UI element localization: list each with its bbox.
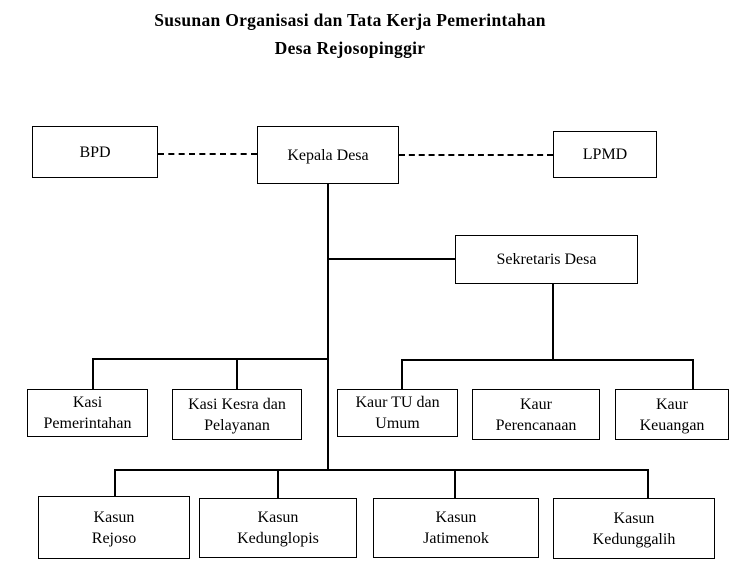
org-box-sekretaris-desa-label: Sekretaris Desa (496, 251, 597, 268)
org-box-sekretaris-desa: Sekretaris Desa (455, 235, 638, 284)
org-box-kaur-tu-umum: Kaur TU dan Umum (337, 389, 458, 437)
org-box-lpmd-label: LPMD (582, 146, 628, 163)
org-box-kasun-rejoso-label: Kasun Rejoso (91, 508, 137, 547)
org-box-kaur-tu-umum-label: Kaur TU dan Umum (355, 394, 440, 432)
connector-drop-kasun-rejoso (114, 469, 116, 496)
connector-kasun-branch (114, 469, 649, 471)
org-box-kasun-kedunggalih: Kasun Kedunggalih (553, 498, 715, 559)
chart-title: Susunan Organisasi dan Tata Kerja Pemeri… (0, 6, 700, 62)
connector-left-branch (92, 358, 329, 360)
connector-sekretaris-down (552, 284, 554, 361)
connector-drop-kasun-jatimenok (454, 469, 456, 498)
org-box-kasun-rejoso: Kasun Rejoso (38, 496, 190, 559)
connector-trunk-sekretaris (328, 258, 455, 260)
org-box-lpmd: LPMD (553, 131, 657, 178)
org-box-kasun-jatimenok-label: Kasun Jatimenok (423, 509, 489, 547)
org-box-kaur-perencanaan-label: Kaur Perencanaan (495, 395, 577, 434)
chart-title-line1: Susunan Organisasi dan Tata Kerja Pemeri… (154, 10, 546, 30)
org-box-kasi-pemerintahan: Kasi Pemerintahan (27, 389, 148, 437)
org-box-bpd: BPD (32, 126, 158, 178)
org-box-kaur-perencanaan: Kaur Perencanaan (472, 389, 600, 440)
org-box-kasi-kesra-pelayanan-label: Kasi Kesra dan Pelayanan (188, 395, 286, 434)
connector-drop-kasun-kedunglopis (277, 469, 279, 498)
org-box-kaur-keuangan: Kaur Keuangan (615, 389, 729, 440)
connector-kepala-trunk (327, 184, 329, 471)
connector-drop-kaur-keuangan (692, 359, 694, 389)
org-box-kepala-desa: Kepala Desa (257, 126, 399, 184)
org-box-kasun-kedunglopis-label: Kasun Kedunglopis (237, 509, 319, 547)
connector-right-branch (401, 359, 694, 361)
org-box-kasi-kesra-pelayanan: Kasi Kesra dan Pelayanan (172, 389, 302, 440)
org-box-kasun-jatimenok: Kasun Jatimenok (373, 498, 539, 558)
connector-kepala-lpmd-dashed (399, 154, 553, 156)
org-box-kasun-kedunglopis: Kasun Kedunglopis (199, 498, 357, 558)
connector-drop-kasi-pemerintahan (92, 358, 94, 389)
org-box-kepala-desa-label: Kepala Desa (287, 146, 369, 164)
connector-bpd-kepala-dashed (158, 153, 257, 155)
org-box-kasun-kedunggalih-label: Kasun Kedunggalih (592, 509, 676, 548)
org-box-kaur-keuangan-label: Kaur Keuangan (639, 395, 705, 434)
connector-drop-kasun-kedunggalih (647, 469, 649, 498)
org-box-bpd-label: BPD (79, 143, 111, 161)
connector-drop-kasi-kesra (236, 358, 238, 389)
connector-drop-kaur-tu (401, 359, 403, 389)
org-box-kasi-pemerintahan-label: Kasi Pemerintahan (43, 394, 132, 432)
chart-title-line2: Desa Rejosopinggir (274, 38, 426, 58)
